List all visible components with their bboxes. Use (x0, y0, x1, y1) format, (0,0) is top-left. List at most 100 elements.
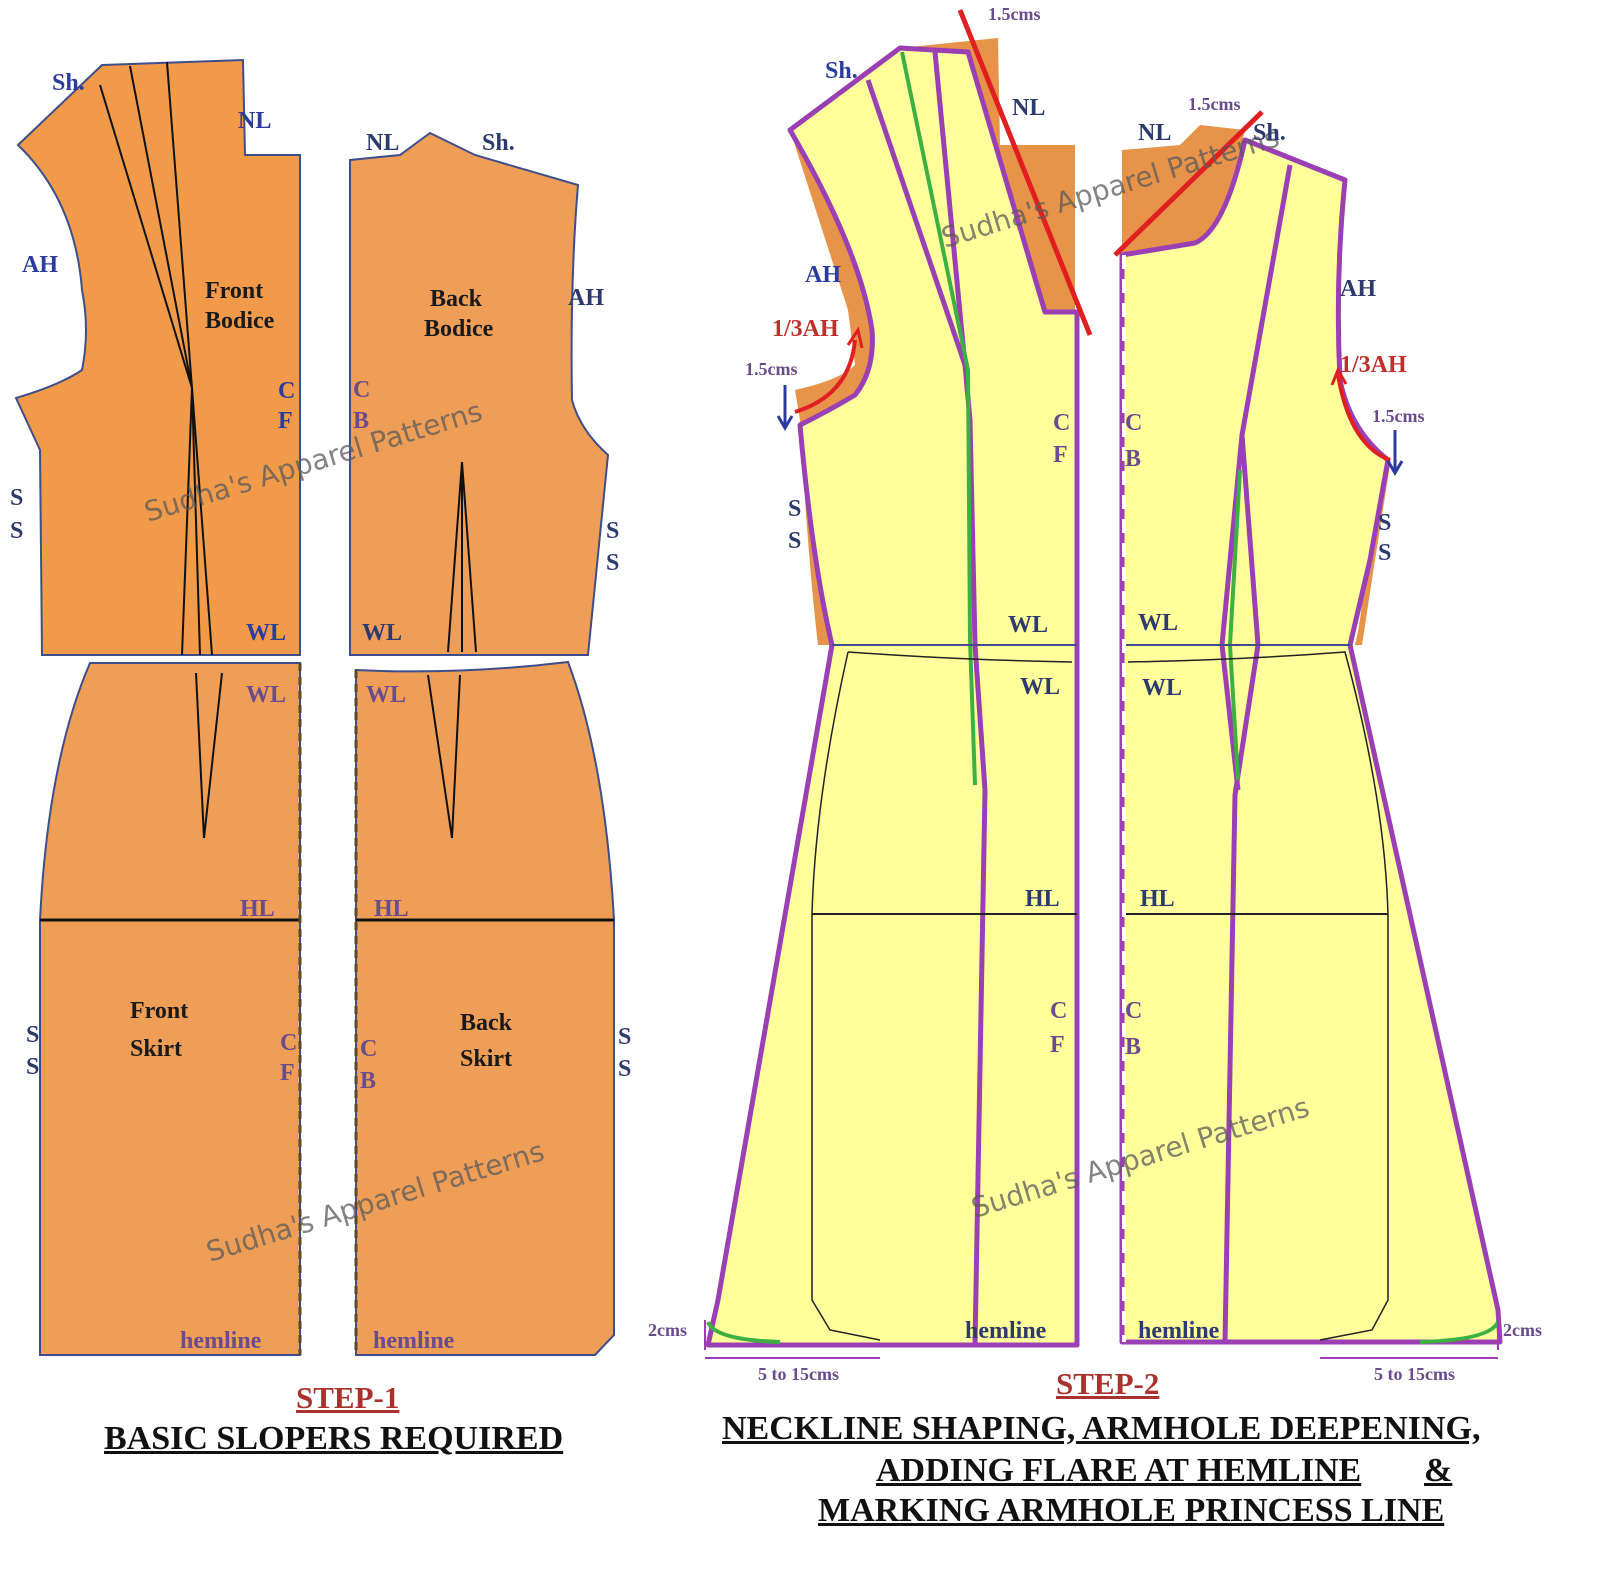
label-c: C (280, 1030, 297, 1056)
label-2cms: 2cms (648, 1320, 687, 1340)
label-c: C (353, 377, 370, 403)
back-skirt-dart (427, 674, 461, 839)
label-wl: WL (366, 682, 406, 708)
label-c: C (1125, 998, 1142, 1024)
label-s: S (618, 1024, 631, 1050)
step2-title: STEP-2 (1056, 1366, 1160, 1401)
label-nl: NL (1012, 95, 1045, 121)
label-hemline: hemline (1138, 1318, 1220, 1344)
back-dress-piece (1119, 137, 1503, 1345)
label-b: B (1125, 1034, 1141, 1060)
label-nl: NL (366, 130, 399, 156)
label-s: S (10, 485, 23, 511)
step2-line2a: ADDING FLARE AT HEMLINE (876, 1452, 1362, 1489)
front-skirt-dart (195, 672, 223, 839)
back-neck-cut-line (1113, 110, 1264, 257)
back-armhole-blue-arrowhead (1386, 460, 1404, 476)
label-f: F (278, 408, 293, 434)
label-1-5cms: 1.5cms (745, 359, 798, 379)
label-c: C (360, 1036, 377, 1062)
label-f: F (1053, 442, 1068, 468)
label-1-5cms: 1.5cms (988, 4, 1041, 24)
label-front: Front (205, 278, 263, 304)
label-hemline: hemline (373, 1328, 455, 1354)
label-b: B (353, 408, 369, 434)
label-b: B (360, 1068, 376, 1094)
label-s: S (788, 528, 801, 554)
label-s: S (1378, 510, 1391, 536)
back-armhole-deepen-red (1336, 374, 1391, 462)
label-skirt: Skirt (460, 1046, 512, 1072)
label-1-5cms: 1.5cms (1372, 406, 1425, 426)
back-skirt-piece (355, 660, 615, 1356)
front-armhole-deepen-red (794, 339, 857, 414)
label-f: F (1050, 1032, 1065, 1058)
back-bodice-piece (349, 131, 610, 656)
label-wl: WL (1008, 612, 1048, 638)
label-skirt: Skirt (130, 1036, 182, 1062)
front-bodice-dart-lines (99, 61, 213, 656)
label-sh: Sh. (52, 70, 85, 96)
back-hem-flare-green (1419, 1320, 1500, 1344)
label-s: S (618, 1056, 631, 1082)
label-5-to-15cms: 5 to 15cms (1374, 1364, 1455, 1384)
label-s: S (606, 550, 619, 576)
label-s: S (10, 518, 23, 544)
label-front: Front (130, 998, 188, 1024)
label-c: C (1125, 410, 1142, 436)
label-back: Back (430, 286, 483, 312)
label-s: S (788, 496, 801, 522)
label-nl: NL (1138, 120, 1171, 146)
label-bodice: Bodice (205, 308, 275, 334)
back-bodice-dart (447, 461, 477, 653)
label-nl: NL (238, 108, 271, 134)
label-hl: HL (1140, 886, 1175, 912)
label-s: S (26, 1022, 39, 1048)
label-hl: HL (374, 896, 409, 922)
step1-title: STEP-1 (296, 1380, 400, 1415)
step2-line2b: & (1424, 1452, 1453, 1489)
label-ah: AH (22, 252, 58, 278)
step1-subtitle: BASIC SLOPERS REQUIRED (104, 1420, 564, 1457)
label-wl: WL (1020, 674, 1060, 700)
label-5-to-15cms: 5 to 15cms (758, 1364, 839, 1384)
label-hemline: hemline (180, 1328, 262, 1354)
back-armhole-arrow (1330, 366, 1348, 386)
back-skirt-outline (1127, 651, 1389, 1341)
front-bodice-piece (14, 58, 301, 656)
label-ah: AH (568, 285, 604, 311)
label-s: S (606, 518, 619, 544)
step2-line1: NECKLINE SHAPING, ARMHOLE DEEPENING, (722, 1410, 1481, 1447)
label-wl: WL (362, 620, 402, 646)
label-hl: HL (240, 896, 275, 922)
step2-line3: MARKING ARMHOLE PRINCESS LINE (818, 1492, 1445, 1529)
label-1-5cms: 1.5cms (1188, 94, 1241, 114)
label-ah: AH (1340, 276, 1376, 302)
label-bodice: Bodice (424, 316, 494, 342)
front-armhole-blue-arrowhead (776, 415, 794, 431)
label-one-third-ah: 1/3AH (772, 316, 839, 342)
label-wl: WL (1142, 675, 1182, 701)
label-sh: Sh. (825, 58, 858, 84)
label-ah: AH (805, 262, 841, 288)
label-one-third-ah: 1/3AH (1340, 352, 1407, 378)
label-sh: Sh. (482, 130, 515, 156)
label-hl: HL (1025, 886, 1060, 912)
front-dress-piece (705, 45, 1080, 1348)
label-b: B (1125, 446, 1141, 472)
label-sh: Sh. (1253, 120, 1286, 146)
label-s: S (26, 1054, 39, 1080)
label-2cms: 2cms (1503, 1320, 1542, 1340)
front-skirt-piece (39, 662, 301, 1356)
label-c: C (1053, 410, 1070, 436)
front-armhole-arrow (846, 326, 864, 349)
label-s: S (1378, 540, 1391, 566)
front-hem-flare-green (706, 1321, 781, 1344)
label-back: Back (460, 1010, 513, 1036)
label-hemline: hemline (965, 1318, 1047, 1344)
label-wl: WL (246, 620, 286, 646)
label-c: C (1050, 998, 1067, 1024)
label-wl: WL (1138, 610, 1178, 636)
